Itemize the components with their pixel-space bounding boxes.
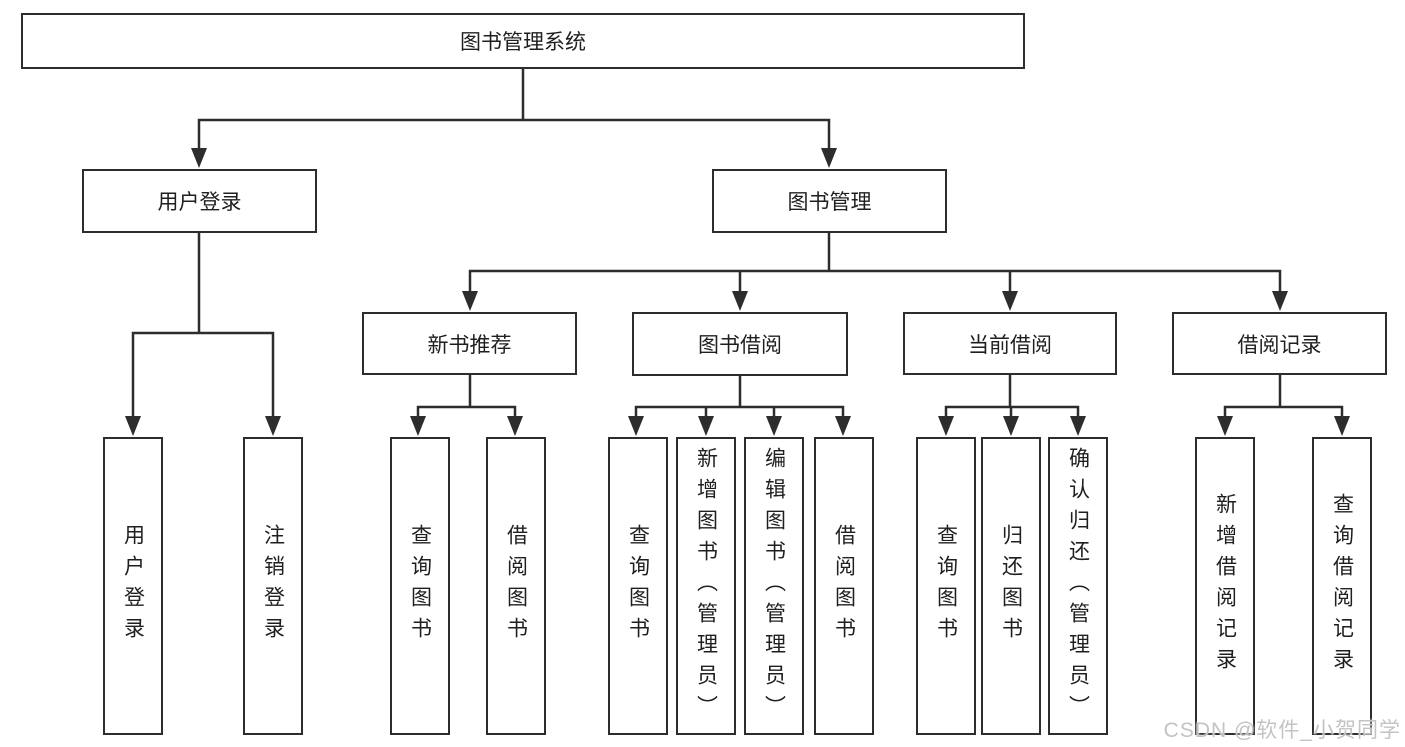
node-borrow-books-borrowing: 借阅图书 [814,437,874,735]
arrowhead [191,148,207,168]
connector-user-login [131,231,275,418]
node-query-books-borrowing: 查询图书 [608,437,668,735]
arrowhead [1002,291,1018,311]
arrowhead [1334,416,1350,436]
arrowhead [125,416,141,436]
arrowhead [821,148,837,168]
node-query-books-recommend: 查询图书 [390,437,450,735]
connector-borrowing [634,374,845,418]
connector-root [197,67,831,151]
node-edit-books-admin: 编辑图书（管理员） [744,437,804,735]
arrowhead [1070,416,1086,436]
node-logout: 注销登录 [243,437,303,735]
arrowhead [766,416,782,436]
node-user-login: 用户登录 [103,437,163,735]
connector-recommend [416,373,517,418]
node-return-books: 归还图书 [981,437,1041,735]
arrowhead [732,291,748,311]
connector-records [1223,373,1344,418]
node-query-borrow-record: 查询借阅记录 [1312,437,1372,735]
node-new-book-recommend: 新书推荐 [362,312,577,375]
node-book-borrowing: 图书借阅 [632,312,848,376]
arrowhead [628,416,644,436]
node-current-borrowing: 当前借阅 [903,312,1117,375]
node-add-books-admin: 新增图书（管理员） [676,437,736,735]
node-book-management: 图书管理 [712,169,947,233]
connector-current [944,373,1080,418]
arrowhead [1272,291,1288,311]
arrowhead [462,291,478,311]
arrowhead [507,416,523,436]
node-user-login-group: 用户登录 [82,169,317,233]
arrowhead [410,416,426,436]
arrowhead [1003,416,1019,436]
node-confirm-return-admin: 确认归还（管理员） [1048,437,1108,735]
arrowhead [938,416,954,436]
node-query-books-current: 查询图书 [916,437,976,735]
node-borrowing-records: 借阅记录 [1172,312,1387,375]
watermark: CSDN @软件_小贺同学 [1163,719,1401,742]
arrowhead [698,416,714,436]
node-borrow-books-recommend: 借阅图书 [486,437,546,735]
connector-book-management [468,231,1282,293]
arrowhead [265,416,281,436]
arrowhead [1217,416,1233,436]
arrowhead [835,416,851,436]
node-library-management-system: 图书管理系统 [21,13,1025,69]
node-add-borrow-record: 新增借阅记录 [1195,437,1255,735]
